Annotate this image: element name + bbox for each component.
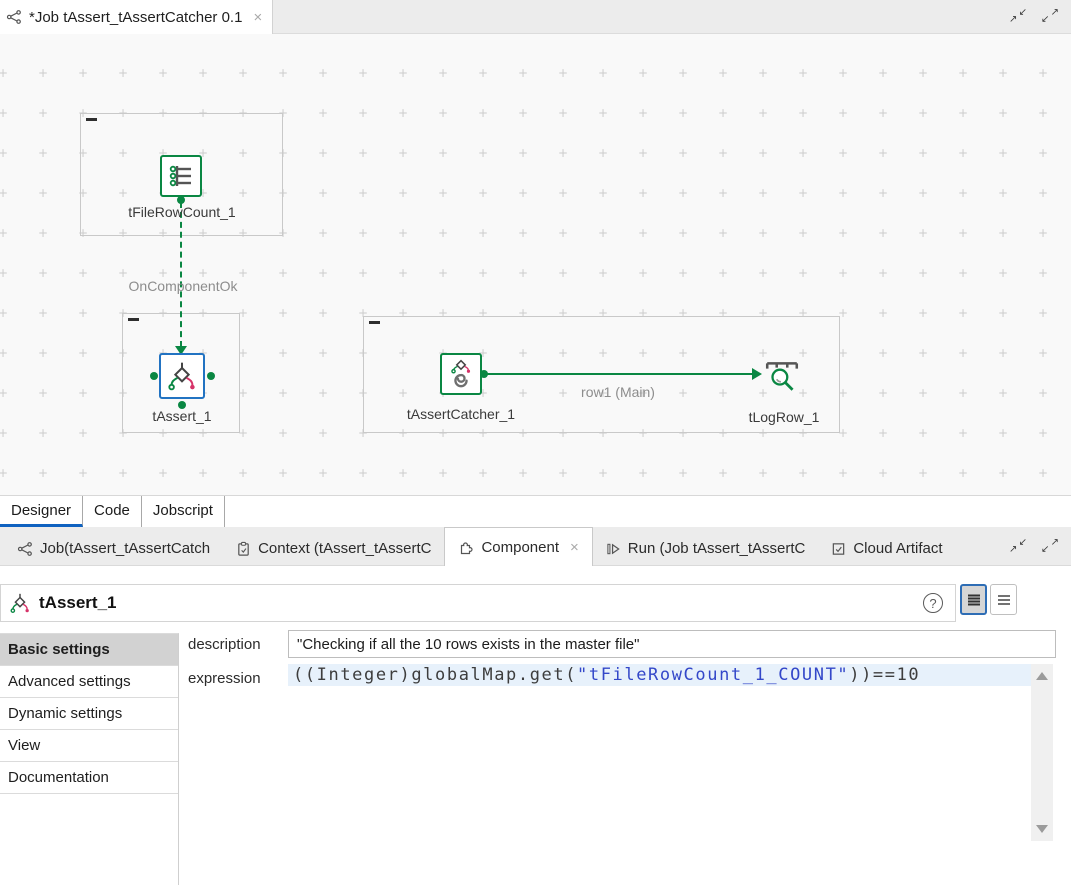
- oncomponentok-connection-label[interactable]: OnComponentOk: [128, 278, 238, 294]
- spaced-lines-icon: [997, 594, 1010, 605]
- node-tfilerowcount[interactable]: [160, 155, 202, 197]
- node-label-tassertcatcher[interactable]: tAssertCatcher_1: [406, 406, 516, 422]
- restore-icon[interactable]: ↙↗: [1009, 537, 1027, 555]
- tlogrow-icon: [765, 362, 799, 391]
- run-icon: [607, 543, 620, 554]
- layout-horizontal-button[interactable]: [960, 584, 987, 615]
- maximize-icon[interactable]: ↗↙: [1041, 537, 1059, 555]
- component-puzzle-icon: [461, 542, 473, 555]
- node-tassertcatcher[interactable]: [440, 353, 482, 395]
- subjob-collapse-toggle[interactable]: [86, 118, 97, 121]
- node-tassert[interactable]: [159, 353, 205, 399]
- editor-tabbar: *Job tAssert_tAssertCatcher 0.1 × ↙↗ ↗↙: [0, 0, 1071, 34]
- component-title: tAssert_1: [39, 593, 117, 612]
- row1-arrowhead-icon: [752, 368, 762, 380]
- close-icon[interactable]: ×: [570, 538, 579, 556]
- sidebar-item-view[interactable]: View: [0, 730, 178, 762]
- tassertcatcher-icon: [451, 359, 471, 388]
- row1-connection-line[interactable]: [487, 373, 753, 375]
- dense-lines-icon: [967, 594, 980, 605]
- expression-code-line: ((Integer)globalMap.get("tFileRowCount_1…: [288, 664, 1031, 686]
- sidebar-item-basic-settings[interactable]: Basic settings: [0, 634, 178, 666]
- node-label-tlogrow[interactable]: tLogRow_1: [748, 409, 820, 425]
- tab-cloud-artifact[interactable]: Cloud Artifact: [818, 532, 955, 565]
- job-icon: [17, 541, 32, 556]
- anchor-dot-right: [480, 370, 488, 378]
- component-panel: tAssert_1 ? Basic settings Advanced sett…: [0, 566, 1071, 885]
- description-input[interactable]: [288, 630, 1056, 658]
- expression-string-literal: "tFileRowCount_1_COUNT": [577, 665, 850, 685]
- node-label-tassert[interactable]: tAssert_1: [152, 408, 212, 424]
- layout-vertical-button[interactable]: [990, 584, 1017, 615]
- help-icon[interactable]: ?: [923, 593, 943, 613]
- tab-designer[interactable]: Designer: [0, 496, 84, 527]
- tfilerowcount-icon: [169, 165, 191, 187]
- description-label: description: [188, 636, 261, 653]
- expression-label: expression: [188, 670, 261, 687]
- oncomponentok-connection-line[interactable]: [180, 202, 182, 347]
- oncomponentok-arrowhead-icon: [175, 346, 187, 355]
- tab-run-view[interactable]: Run (Job tAssert_tAssertC: [593, 532, 819, 565]
- node-tlogrow[interactable]: [761, 354, 803, 396]
- subjob-box-assertcatcher: [363, 316, 840, 433]
- editor-window-controls: ↙↗ ↗↙: [1009, 8, 1059, 25]
- sidebar-item-advanced-settings[interactable]: Advanced settings: [0, 666, 178, 698]
- editor-tab-job[interactable]: *Job tAssert_tAssertCatcher 0.1 ×: [0, 0, 274, 34]
- node-label-tfilerowcount[interactable]: tFileRowCount_1: [128, 204, 236, 220]
- tassert-icon: [10, 593, 29, 613]
- tab-context-view[interactable]: Context (tAssert_tAssertC: [223, 532, 444, 565]
- sidebar-item-dynamic-settings[interactable]: Dynamic settings: [0, 698, 178, 730]
- tassert-icon: [168, 362, 195, 391]
- scroll-down-icon[interactable]: [1036, 825, 1048, 833]
- component-header: tAssert_1 ?: [0, 584, 956, 622]
- tab-jobscript[interactable]: Jobscript: [142, 496, 225, 527]
- restore-icon[interactable]: ↙↗: [1009, 7, 1027, 25]
- editor-tab-title: *Job tAssert_tAssertCatcher 0.1: [29, 8, 243, 26]
- expression-editor[interactable]: ((Integer)globalMap.get("tFileRowCount_1…: [288, 664, 1031, 841]
- tab-job-view[interactable]: Job(tAssert_tAssertCatch: [4, 532, 223, 565]
- scroll-up-icon[interactable]: [1036, 672, 1048, 680]
- context-icon: [238, 541, 249, 556]
- sidebar-item-documentation[interactable]: Documentation: [0, 762, 178, 794]
- row1-connection-label[interactable]: row1 (Main): [581, 384, 655, 400]
- close-icon[interactable]: ×: [253, 8, 263, 26]
- job-design-canvas[interactable]: ++++++++++++++++++++++++++++++++++++++++…: [0, 34, 1071, 495]
- subjob-collapse-toggle[interactable]: [369, 321, 380, 324]
- job-icon: [6, 10, 21, 24]
- anchor-dot-right: [207, 372, 215, 380]
- panel-tabbar: Job(tAssert_tAssertCatch Context (tAsser…: [0, 527, 1071, 566]
- anchor-dot-bottom: [178, 401, 186, 409]
- designer-tabbar: Designer Code Jobscript: [0, 495, 1071, 527]
- panel-window-controls: ↙↗ ↗↙: [1009, 538, 1059, 555]
- settings-sidebar: Basic settings Advanced settings Dynamic…: [0, 633, 179, 885]
- expression-scrollbar[interactable]: [1031, 664, 1053, 841]
- tab-component-view[interactable]: Component ×: [444, 527, 593, 566]
- cloud-artifact-icon: [833, 542, 845, 555]
- anchor-dot-left: [150, 372, 158, 380]
- subjob-collapse-toggle[interactable]: [128, 318, 139, 321]
- maximize-icon[interactable]: ↗↙: [1041, 7, 1059, 25]
- connection-start-dot: [177, 196, 185, 204]
- tab-code[interactable]: Code: [83, 496, 142, 527]
